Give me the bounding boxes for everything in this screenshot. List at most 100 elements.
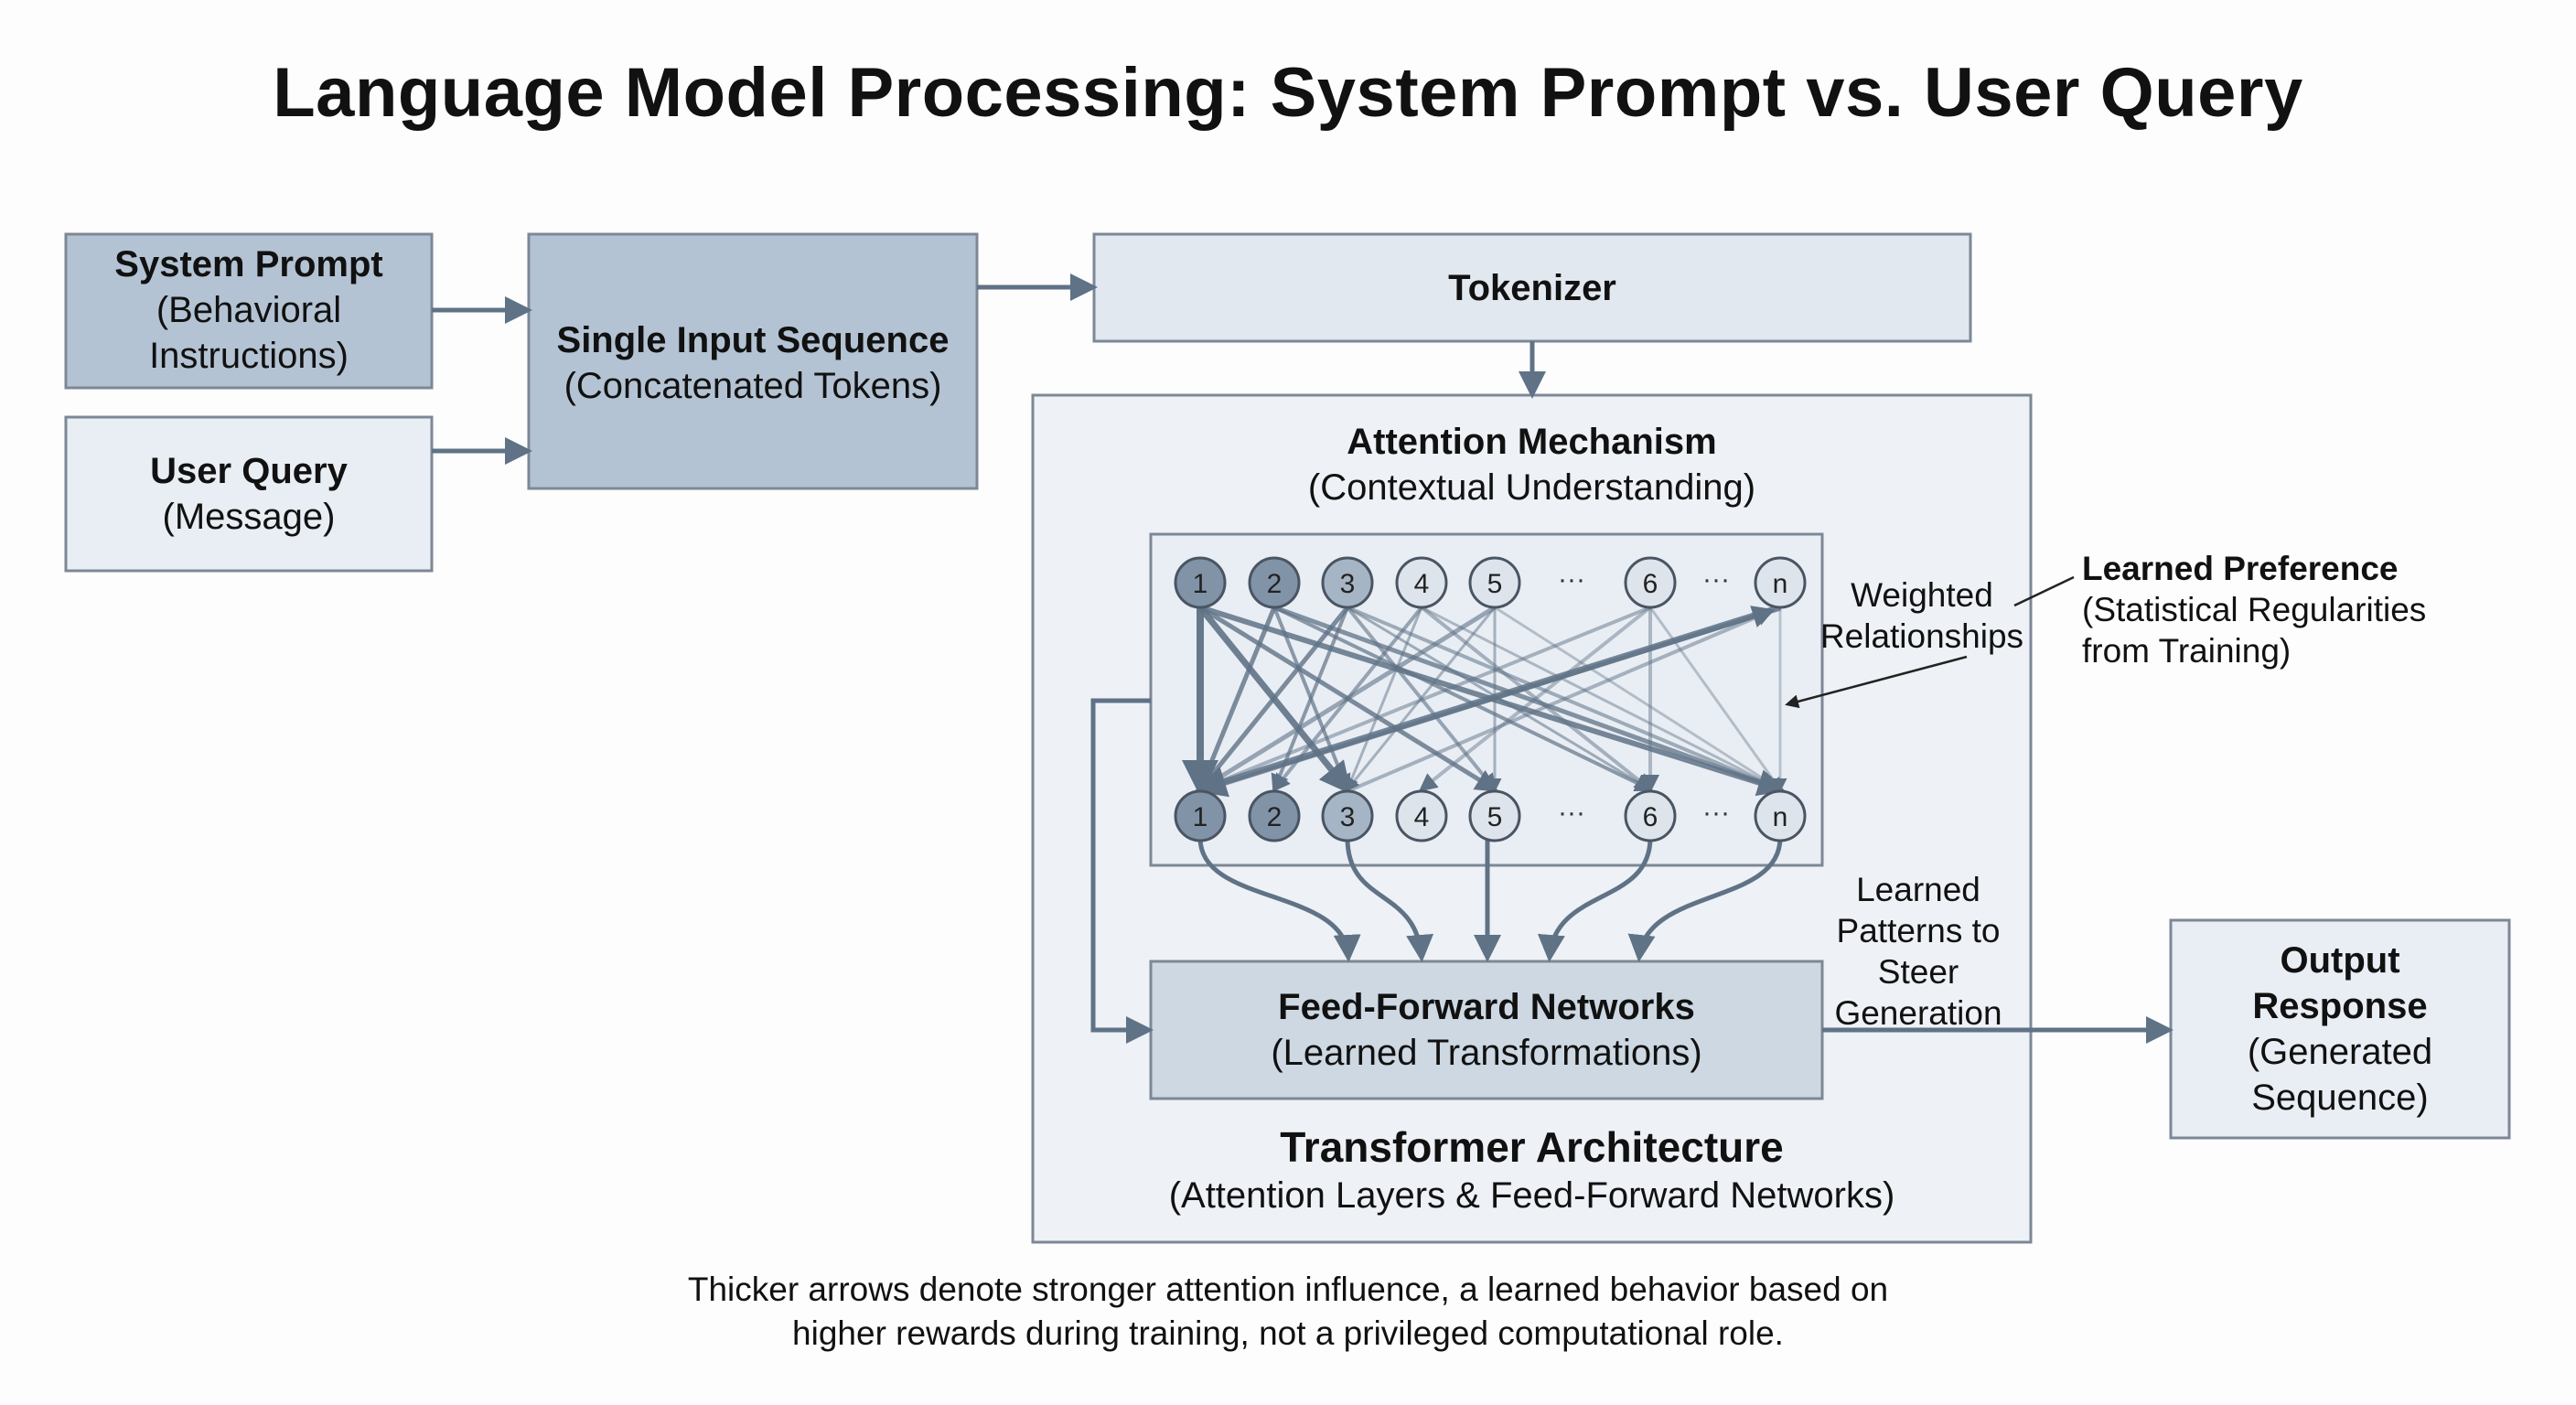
- token-label: 1: [1193, 569, 1208, 599]
- top-ellipsis-between-5-6: ···: [1558, 564, 1585, 595]
- attention-edge: [1648, 606, 1782, 792]
- token-circle: [1395, 556, 1448, 609]
- token-circle: [1468, 789, 1521, 842]
- arrow-residual-to-feed-forward: [1090, 698, 1154, 1044]
- learned-patterns-line1: Learned: [1856, 871, 1980, 908]
- token-circle: [1468, 556, 1521, 609]
- ff-arrow-1: [1197, 837, 1361, 962]
- input-sequence-title: Single Input Sequence: [556, 320, 950, 360]
- attention-edge: [1273, 605, 1785, 794]
- page-title: Language Model Processing: System Prompt…: [273, 54, 2303, 132]
- attention-edge: [1421, 606, 1783, 791]
- bottom-token-5: 5: [1468, 789, 1521, 842]
- token-circle: [1248, 789, 1301, 842]
- feed-forward-box: [1149, 960, 1824, 1100]
- attention-edge-up: [1199, 606, 1776, 794]
- attention-edge: [1494, 606, 1783, 791]
- output-line4: Sequence): [2251, 1078, 2429, 1118]
- token-to-feed-forward-arrows: [1197, 837, 1783, 962]
- ff-arrow-6: [1537, 837, 1653, 962]
- token-label: 2: [1267, 569, 1283, 599]
- token-circle: [1754, 789, 1807, 842]
- token-circle: [1321, 556, 1374, 609]
- bottom-token-3: 3: [1321, 789, 1374, 842]
- learned-patterns-line4: Generation: [1834, 994, 2002, 1032]
- output-line1: Output: [2280, 940, 2400, 981]
- top-token-6: 6: [1624, 556, 1677, 609]
- attention-edge: [1345, 606, 1423, 792]
- transformer-label: Transformer Architecture (Attention Laye…: [1033, 1121, 2031, 1218]
- token-circle: [1174, 789, 1227, 842]
- bottom-token-4: 4: [1395, 789, 1448, 842]
- token-label: 1: [1193, 802, 1208, 832]
- token-circle: [1624, 789, 1677, 842]
- top-token-5: 5: [1468, 556, 1521, 609]
- bottom-ellipsis-between-5-6: ···: [1558, 798, 1585, 828]
- weighted-relationships-line1: Weighted: [1851, 576, 1993, 614]
- bottom-token-2: 2: [1248, 789, 1301, 842]
- token-label: 5: [1487, 569, 1503, 599]
- token-label: 4: [1414, 802, 1430, 832]
- attention-edge: [1197, 606, 1349, 793]
- top-token-1: 1: [1174, 556, 1227, 609]
- token-label: 6: [1643, 569, 1658, 599]
- learned-patterns-line2: Patterns to: [1836, 912, 2001, 949]
- token-label: 3: [1340, 569, 1356, 599]
- top-token-n: n: [1754, 556, 1807, 609]
- learned-patterns-label: Learned Patterns to Steer Generation: [1824, 869, 2012, 1034]
- weighted-relationships-line2: Relationships: [1819, 617, 2024, 655]
- attention-edge: [1197, 606, 1651, 793]
- token-label: 6: [1643, 802, 1658, 832]
- learned-preference-line2: from Training): [2082, 632, 2292, 670]
- attention-edge: [1420, 606, 1654, 792]
- top-token-2: 2: [1248, 556, 1301, 609]
- output-line2: Response: [2252, 986, 2428, 1026]
- token-label: 5: [1487, 802, 1503, 832]
- system-prompt-subtitle-2: Instructions): [149, 336, 349, 376]
- attention-title: Attention Mechanism: [1347, 422, 1717, 462]
- bottom-ellipsis-between-6-n: ···: [1702, 798, 1730, 828]
- output-line3: (Generated: [2247, 1032, 2433, 1072]
- learned-preference-leader: [2013, 575, 2075, 607]
- top-token-4: 4: [1395, 556, 1448, 609]
- token-label: 3: [1340, 802, 1356, 832]
- learned-preference-label: Learned Preference (Statistical Regulari…: [2082, 548, 2558, 671]
- attention-label: Attention Mechanism (Contextual Understa…: [1033, 419, 2031, 510]
- token-circle: [1624, 556, 1677, 609]
- user-query-title: User Query: [150, 451, 348, 491]
- token-circle: [1321, 789, 1374, 842]
- tokenizer-title: Tokenizer: [1448, 268, 1616, 308]
- system-prompt-title: System Prompt: [114, 244, 383, 284]
- ff-arrow-n: [1627, 837, 1783, 962]
- user-query-subtitle: (Message): [162, 497, 336, 537]
- token-label: 4: [1414, 569, 1430, 599]
- learned-preference-title: Learned Preference: [2082, 550, 2399, 587]
- token-circle: [1395, 789, 1448, 842]
- user-query-label: User Query (Message): [66, 448, 432, 540]
- top-token-3: 3: [1321, 556, 1374, 609]
- system-prompt-box: [64, 232, 434, 390]
- attention-edge: [1196, 605, 1497, 792]
- attention-subtitle: (Contextual Understanding): [1307, 467, 1756, 508]
- system-prompt-label: System Prompt (Behavioral Instructions): [66, 241, 432, 379]
- transformer-title: Transformer Architecture: [1280, 1123, 1784, 1171]
- token-circle: [1248, 556, 1301, 609]
- input-sequence-box: [527, 232, 979, 490]
- token-circle: [1754, 556, 1807, 609]
- input-sequence-label: Single Input Sequence (Concatenated Toke…: [529, 317, 977, 409]
- token-circle: [1174, 556, 1227, 609]
- attention-edge-up: [1347, 608, 1775, 793]
- token-label: n: [1773, 802, 1788, 832]
- bottom-token-6: 6: [1624, 789, 1677, 842]
- output-label: Output Response (Generated Sequence): [2171, 938, 2509, 1121]
- caption: Thicker arrows denote stronger attention…: [0, 1268, 2576, 1356]
- learned-patterns-line3: Steer: [1877, 953, 1959, 991]
- weighted-relationships-label: Weighted Relationships: [1811, 574, 2033, 657]
- user-query-box: [64, 415, 434, 573]
- top-ellipsis-between-6-n: ···: [1702, 564, 1730, 595]
- learned-preference-line1: (Statistical Regularities: [2082, 591, 2427, 628]
- attention-edge: [1196, 606, 1277, 794]
- ff-arrow-3: [1345, 837, 1434, 962]
